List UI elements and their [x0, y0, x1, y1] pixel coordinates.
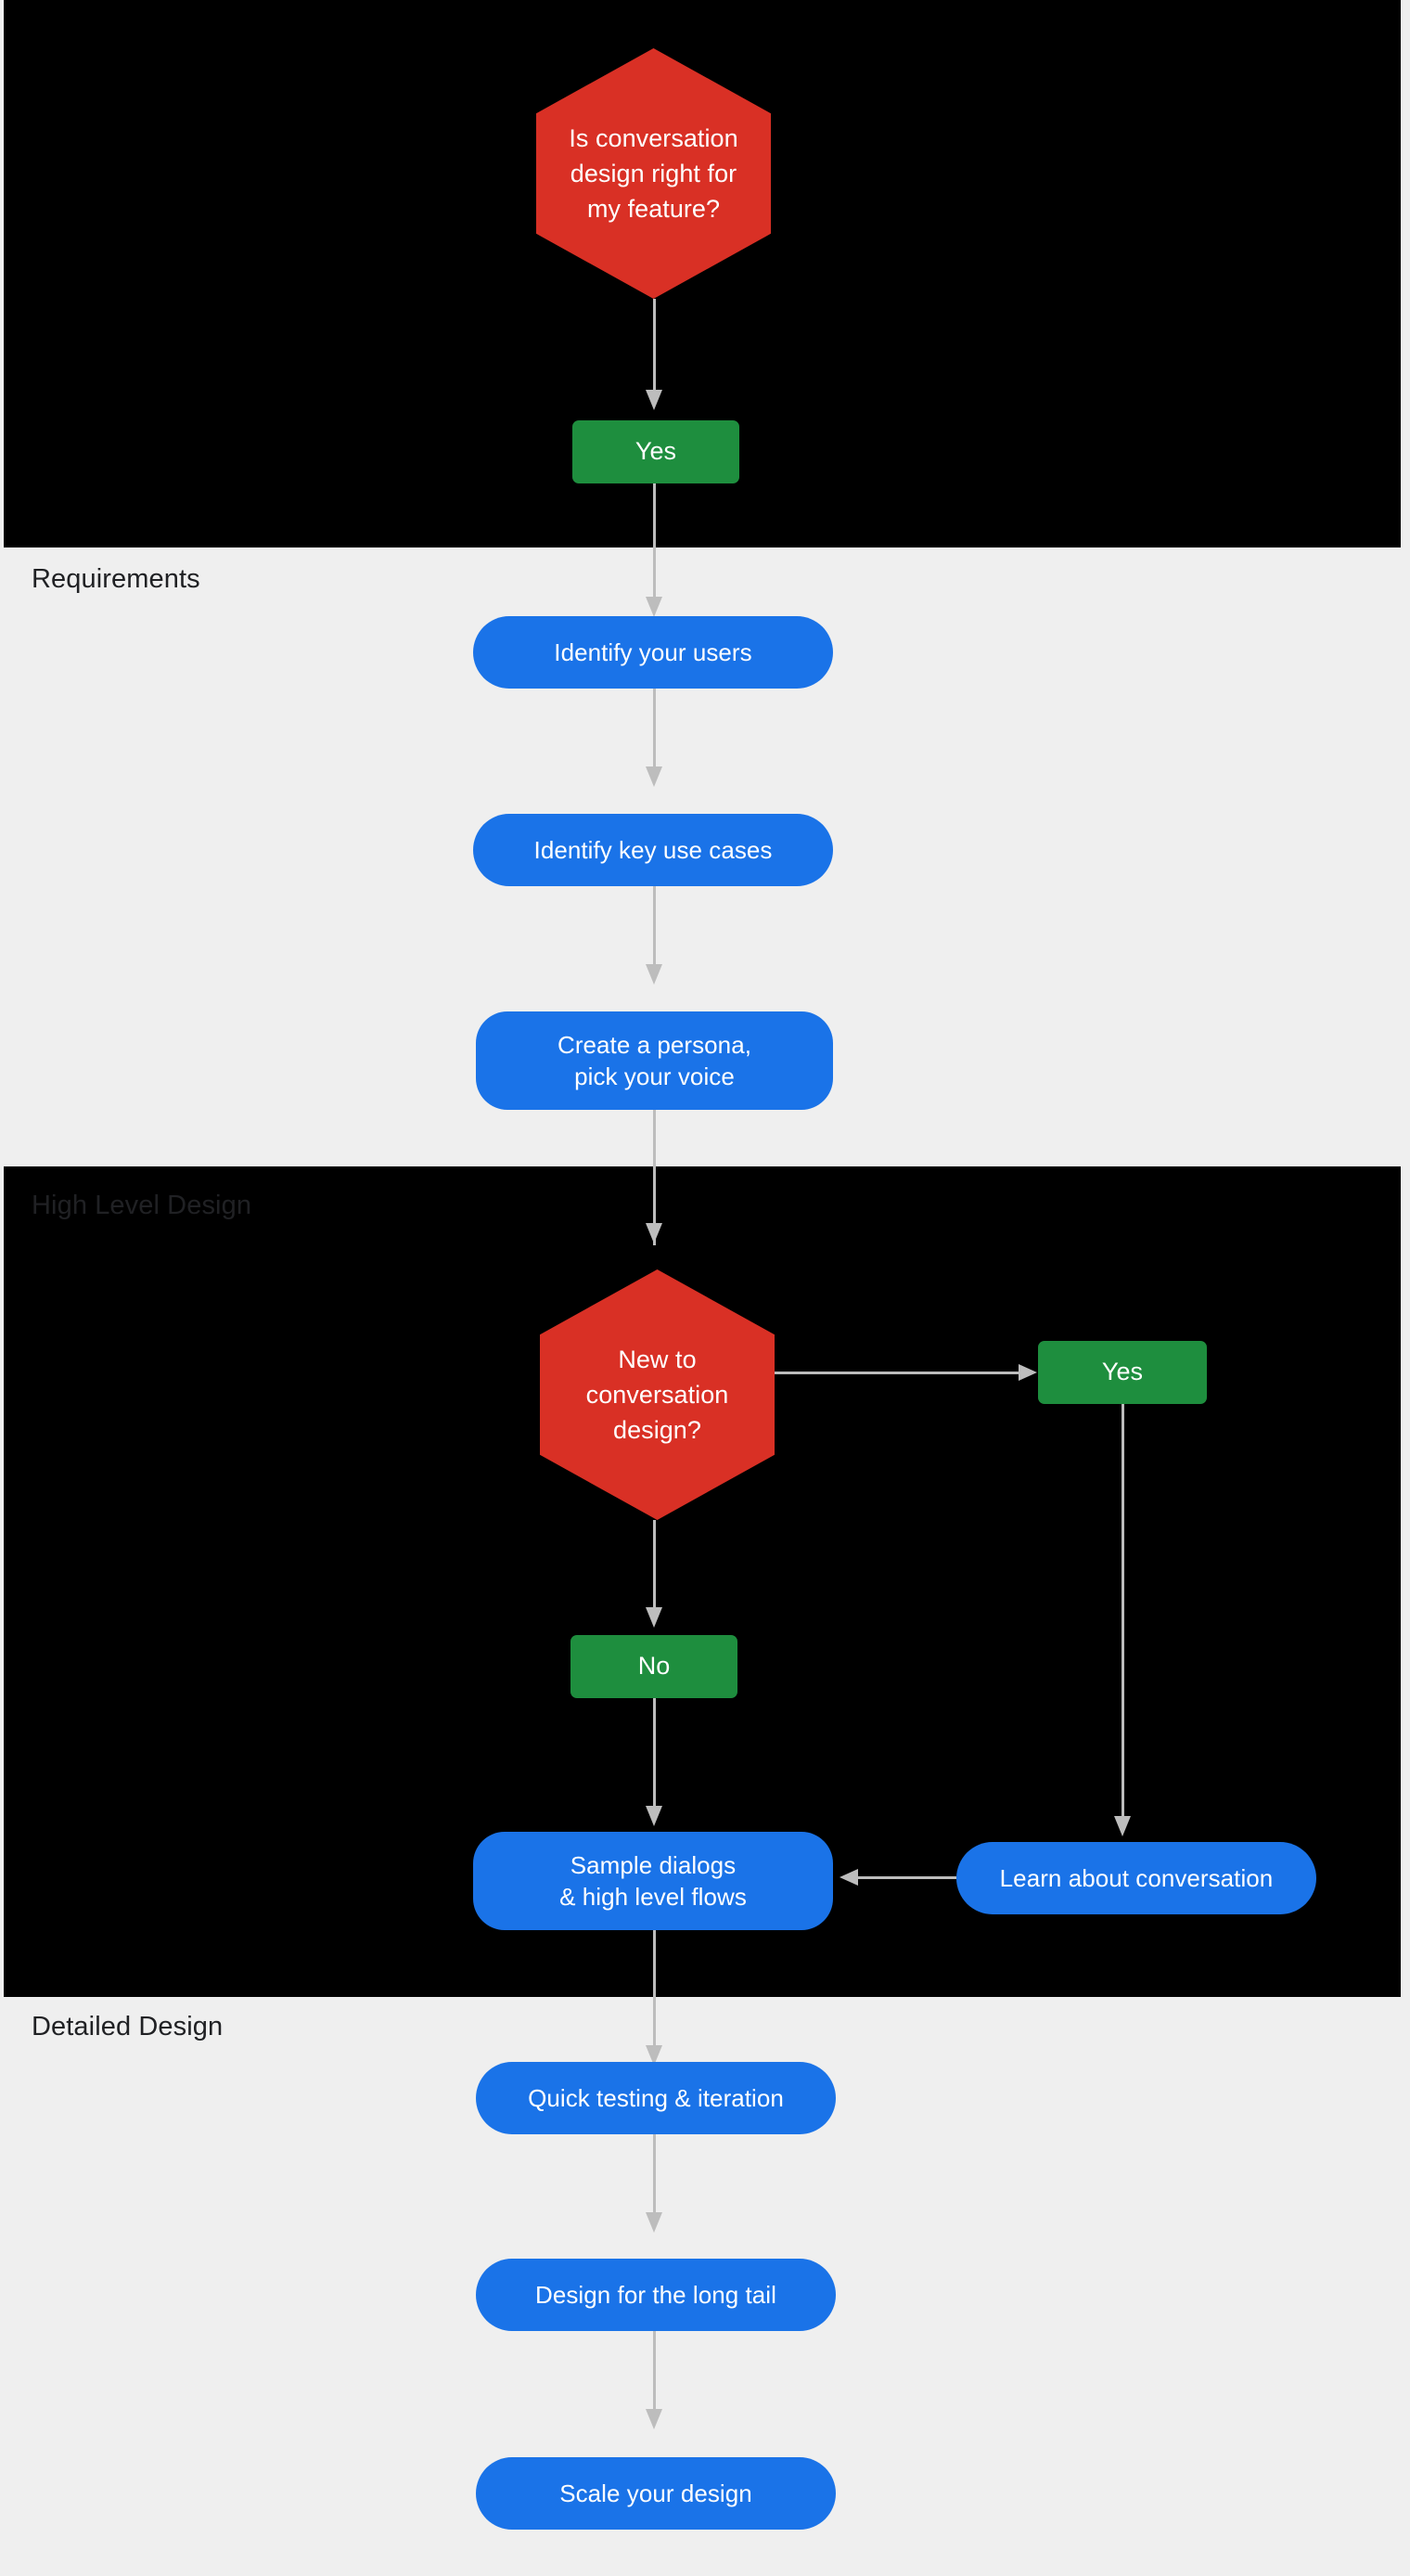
arrowhead-identify-users-to-use-cases — [646, 766, 662, 787]
arrowhead-persona-to-decision2 — [646, 1223, 662, 1243]
step-persona-line-1: Create a persona, — [558, 1030, 751, 1059]
arrowhead-sample-dialogs-to-quick-testing — [646, 2045, 662, 2066]
answer-yes-1[interactable]: Yes — [572, 420, 739, 483]
arrowhead-learn-to-sample-dialogs — [840, 1869, 858, 1886]
arrowhead-no-to-sample-dialogs — [646, 1806, 662, 1826]
arrowhead-quick-testing-to-long-tail — [646, 2212, 662, 2233]
arrowhead-decision2-to-yes2 — [1019, 1364, 1037, 1381]
step-quick-testing-iteration[interactable]: Quick testing & iteration — [476, 2062, 836, 2134]
step-identify-your-users[interactable]: Identify your users — [473, 616, 833, 689]
connector-persona-to-decision2 — [653, 1110, 656, 1245]
arrowhead-decision2-to-no — [646, 1607, 662, 1628]
connector-no-to-sample-dialogs — [653, 1698, 656, 1811]
connector-decision2-to-no — [653, 1520, 656, 1613]
arrowhead-yes1-to-identify-users — [646, 597, 662, 617]
step-persona-line-2: pick your voice — [574, 1063, 735, 1090]
step-sample-dialogs-high-level-flows[interactable]: Sample dialogs & high level flows — [473, 1832, 833, 1930]
connector-long-tail-to-scale — [653, 2331, 656, 2415]
arrowhead-yes2-to-learn — [1114, 1816, 1131, 1836]
right-frame-edge — [1401, 0, 1410, 2576]
connector-decision2-to-yes2 — [775, 1372, 1022, 1374]
step-scale-your-design[interactable]: Scale your design — [476, 2457, 836, 2530]
step-sample-dialogs-line-1: Sample dialogs — [570, 1850, 737, 1879]
step-learn-about-conversation[interactable]: Learn about conversation — [956, 1842, 1316, 1914]
answer-yes-2[interactable]: Yes — [1038, 1341, 1207, 1404]
connector-use-cases-to-persona — [653, 886, 656, 970]
decision-1-line-1: Is conversation — [569, 123, 738, 152]
decision-2-text: New to conversation design? — [586, 1342, 729, 1449]
step-persona-text: Create a persona, pick your voice — [558, 1029, 751, 1093]
connector-decision1-to-yes1 — [653, 299, 656, 395]
connector-yes2-to-learn — [1122, 1404, 1124, 1822]
arrowhead-use-cases-to-persona — [646, 964, 662, 985]
decision-2-line-1: New to — [618, 1345, 697, 1373]
decision-1-line-3: my feature? — [586, 195, 721, 224]
decision-1-text: Is conversation design right for my feat… — [569, 121, 737, 227]
connector-identify-users-to-use-cases — [653, 689, 656, 772]
section-label-requirements: Requirements — [32, 564, 200, 594]
connector-yes1-to-identify-users — [653, 483, 656, 602]
decision-2-line-3: design? — [613, 1416, 701, 1445]
decision-1-line-2: design right for — [570, 159, 737, 187]
step-design-for-long-tail[interactable]: Design for the long tail — [476, 2259, 836, 2331]
connector-learn-to-sample-dialogs — [858, 1876, 956, 1879]
step-identify-key-use-cases[interactable]: Identify key use cases — [473, 814, 833, 886]
section-label-detailed-design: Detailed Design — [32, 2012, 224, 2041]
section-label-high-level-design: High Level Design — [32, 1191, 252, 1220]
decision-2-line-2: conversation — [585, 1380, 729, 1409]
arrowhead-long-tail-to-scale — [646, 2409, 662, 2429]
connector-sample-dialogs-to-quick-testing — [653, 1930, 656, 2051]
arrowhead-decision1-to-yes1 — [646, 390, 662, 410]
step-sample-dialogs-line-2: & high level flows — [559, 1883, 747, 1911]
step-sample-dialogs-text: Sample dialogs & high level flows — [559, 1849, 747, 1913]
left-frame-edge — [0, 0, 4, 2576]
step-create-persona-pick-voice[interactable]: Create a persona, pick your voice — [476, 1011, 833, 1110]
answer-no-2[interactable]: No — [570, 1635, 737, 1698]
connector-quick-testing-to-long-tail — [653, 2134, 656, 2218]
